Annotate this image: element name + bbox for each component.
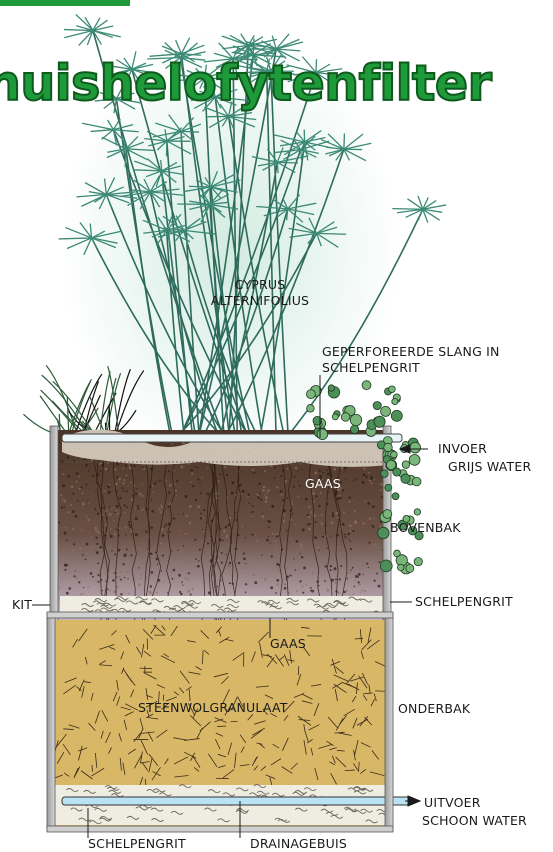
plant-label-line1: CYPRUS (195, 277, 325, 293)
inlet-label: INVOER (438, 441, 487, 457)
page-title: huishelofytenfilter (0, 55, 491, 112)
upper-bin-label: BOVENBAK (390, 520, 461, 536)
drain-pipe (62, 797, 412, 805)
hose-label-line2: SCHELPENGRIT (322, 360, 500, 376)
kit-label: KIT (12, 597, 32, 613)
gauze-mid-label: GAAS (270, 636, 306, 652)
outlet-label-line1: UITVOER (424, 795, 481, 811)
plant-label: CYPRUS ALTERNIFOLIUS (195, 277, 325, 309)
shell-grit-right-label: SCHELPENGRIT (415, 594, 513, 610)
drain-pipe-label: DRAINAGEBUIS (250, 836, 347, 852)
inlet-label-line1: INVOER (438, 441, 487, 457)
inlet-label-line2: GRIJS WATER (448, 459, 531, 475)
rockwool-label: STEENWOLGRANULAAT (138, 700, 288, 716)
gauze-top-label: GAAS (305, 476, 341, 492)
outlet-label-line2: SCHOON WATER (422, 813, 527, 829)
lower-bin (47, 612, 412, 832)
hose-label-line1: GEPERFOREERDE SLANG IN (322, 344, 500, 360)
hose-label: GEPERFOREERDE SLANG IN SCHELPENGRIT (322, 344, 500, 376)
perforated-hose (62, 434, 402, 442)
lower-bin-label: ONDERBAK (398, 701, 470, 717)
plant-label-line2: ALTERNIFOLIUS (195, 293, 325, 309)
shell-grit-bottom-label: SCHELPENGRIT (88, 836, 186, 852)
